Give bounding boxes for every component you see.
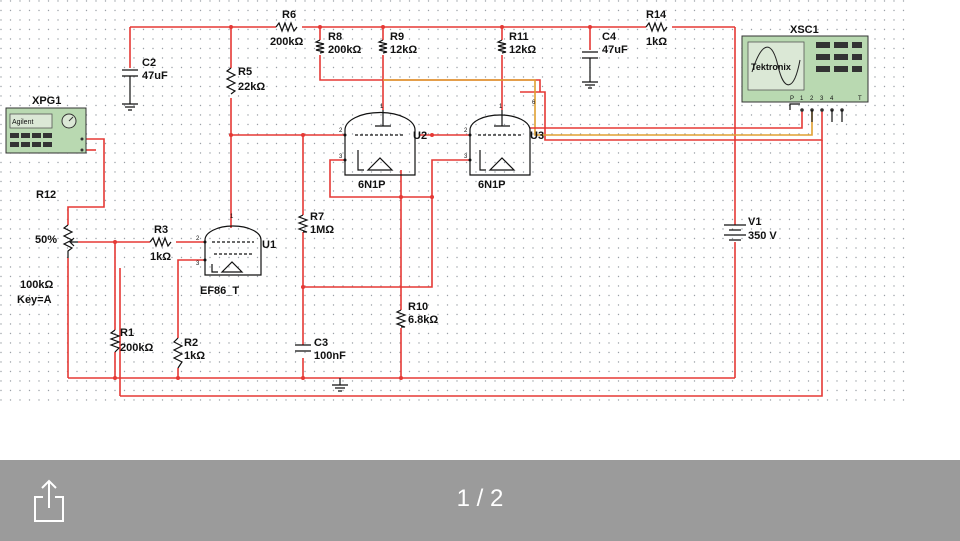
label-r3-ref: R3 bbox=[154, 224, 168, 236]
scope-pin-p: P bbox=[790, 96, 794, 102]
bottom-toolbar bbox=[0, 460, 960, 541]
circuit-schematic: 1 2 3 1 2 3 1 2 3 6 bbox=[0, 0, 908, 405]
scope-pin-2: 2 bbox=[810, 96, 814, 102]
tube-u1[interactable] bbox=[203, 225, 262, 276]
label-r12-percent: 50% bbox=[35, 234, 57, 246]
label-r12-ref: R12 bbox=[36, 189, 56, 201]
resistor-symbols bbox=[62, 21, 668, 369]
resistor-r6-symbol bbox=[275, 21, 298, 33]
label-u3-model: 6N1P bbox=[478, 179, 506, 191]
label-v1-value: 350 V bbox=[748, 230, 777, 242]
label-c3-value: 100nF bbox=[314, 350, 346, 362]
capacitor-c3-symbol bbox=[295, 344, 311, 352]
pin-numbers: 1 2 3 1 2 3 1 2 3 6 bbox=[196, 100, 536, 267]
label-u1-model: EF86_T bbox=[200, 285, 239, 297]
label-c4-ref: C4 bbox=[602, 31, 617, 43]
label-r11-ref: R11 bbox=[509, 31, 529, 43]
label-u3-ref: U3 bbox=[530, 130, 544, 142]
label-r8-ref: R8 bbox=[328, 31, 342, 43]
ground-c2-icon bbox=[122, 103, 138, 111]
label-r10-ref: R10 bbox=[408, 301, 428, 313]
label-v1-ref: V1 bbox=[748, 216, 761, 228]
label-r1-ref: R1 bbox=[120, 327, 134, 339]
svg-text:2: 2 bbox=[339, 128, 343, 134]
function-generator-xpg1[interactable] bbox=[5, 107, 87, 154]
label-r8-value: 200kΩ bbox=[328, 44, 361, 56]
label-r2-value: 1kΩ bbox=[184, 350, 205, 362]
schematic-canvas[interactable]: 1 2 3 1 2 3 1 2 3 6 bbox=[0, 0, 960, 460]
potentiometer-wiper bbox=[69, 237, 78, 247]
scope-pin-3: 3 bbox=[820, 96, 824, 102]
resistor-r2-symbol bbox=[172, 337, 184, 369]
label-r9-value: 12kΩ bbox=[390, 44, 417, 56]
svg-text:1: 1 bbox=[230, 214, 234, 220]
label-r2-ref: R2 bbox=[184, 337, 198, 349]
scope-pin-4: 4 bbox=[830, 96, 834, 102]
oscilloscope-xsc1[interactable] bbox=[741, 35, 869, 122]
label-r5-ref: R5 bbox=[238, 66, 252, 78]
label-c2-value: 47uF bbox=[142, 70, 168, 82]
resistor-r8-symbol bbox=[314, 39, 325, 54]
label-r12-value: 100kΩ bbox=[20, 279, 53, 291]
svg-text:3: 3 bbox=[339, 154, 343, 160]
svg-text:3: 3 bbox=[464, 154, 468, 160]
label-r1-value: 200kΩ bbox=[120, 342, 153, 354]
label-c4-value: 47uF bbox=[602, 44, 628, 56]
label-r6-ref: R6 bbox=[282, 9, 296, 21]
svg-text:6: 6 bbox=[532, 100, 536, 106]
resistor-r10-symbol bbox=[395, 309, 407, 328]
label-r10-value: 6.8kΩ bbox=[408, 314, 438, 326]
label-r12-key: Key=A bbox=[17, 294, 52, 306]
label-r11-value: 12kΩ bbox=[509, 44, 536, 56]
capacitor-c4-symbol bbox=[582, 51, 598, 82]
label-u2-ref: U2 bbox=[413, 130, 427, 142]
label-u1-ref: U1 bbox=[262, 239, 276, 251]
svg-text:1: 1 bbox=[380, 104, 384, 110]
svg-text:2: 2 bbox=[196, 236, 200, 242]
tube-u3[interactable] bbox=[468, 110, 531, 176]
resistor-r3-symbol bbox=[149, 236, 172, 248]
share-icon[interactable] bbox=[30, 475, 68, 525]
capacitor-symbols bbox=[122, 51, 598, 352]
label-r6-value: 200kΩ bbox=[270, 36, 303, 48]
label-r7-ref: R7 bbox=[310, 211, 324, 223]
svg-text:1: 1 bbox=[499, 104, 503, 110]
label-r3-value: 1kΩ bbox=[150, 251, 171, 263]
label-r7-value: 1MΩ bbox=[310, 224, 334, 236]
wires bbox=[67, 26, 823, 397]
page-indicator: 1 / 2 bbox=[456, 485, 504, 512]
label-c2-ref: C2 bbox=[142, 57, 156, 69]
dc-source-v1-symbol bbox=[724, 224, 746, 241]
label-r14-ref: R14 bbox=[646, 9, 667, 21]
resistor-r11-symbol bbox=[496, 39, 507, 54]
tube-u2[interactable] bbox=[343, 110, 416, 176]
resistor-r5-symbol bbox=[225, 67, 237, 95]
component-labels: R6 200kΩ R8 200kΩ R9 12kΩ R11 12kΩ R14 1… bbox=[12, 9, 862, 362]
label-tektronix-brand: Tektronix bbox=[751, 62, 791, 72]
resistor-r9-symbol bbox=[377, 39, 388, 54]
resistor-r1-symbol bbox=[109, 329, 121, 353]
ground-main-icon bbox=[332, 378, 348, 392]
label-r5-value: 22kΩ bbox=[238, 81, 265, 93]
svg-text:3: 3 bbox=[196, 261, 200, 267]
resistor-r7-symbol bbox=[297, 214, 309, 233]
scope-pin-1: 1 bbox=[800, 96, 804, 102]
svg-text:2: 2 bbox=[464, 128, 468, 134]
scope-pin-t: T bbox=[858, 96, 862, 102]
label-r14-value: 1kΩ bbox=[646, 36, 667, 48]
label-xpg1: XPG1 bbox=[32, 95, 61, 107]
label-r9-ref: R9 bbox=[390, 31, 404, 43]
ground-symbols bbox=[122, 81, 598, 392]
capacitor-c2-symbol bbox=[122, 69, 138, 104]
label-c3-ref: C3 bbox=[314, 337, 328, 349]
resistor-r14-symbol bbox=[645, 21, 668, 33]
label-xsc1: XSC1 bbox=[790, 24, 819, 36]
label-agilent-brand: Agilent bbox=[12, 119, 33, 126]
ground-c4-icon bbox=[582, 81, 598, 89]
label-u2-model: 6N1P bbox=[358, 179, 386, 191]
junction-dots bbox=[113, 25, 592, 380]
